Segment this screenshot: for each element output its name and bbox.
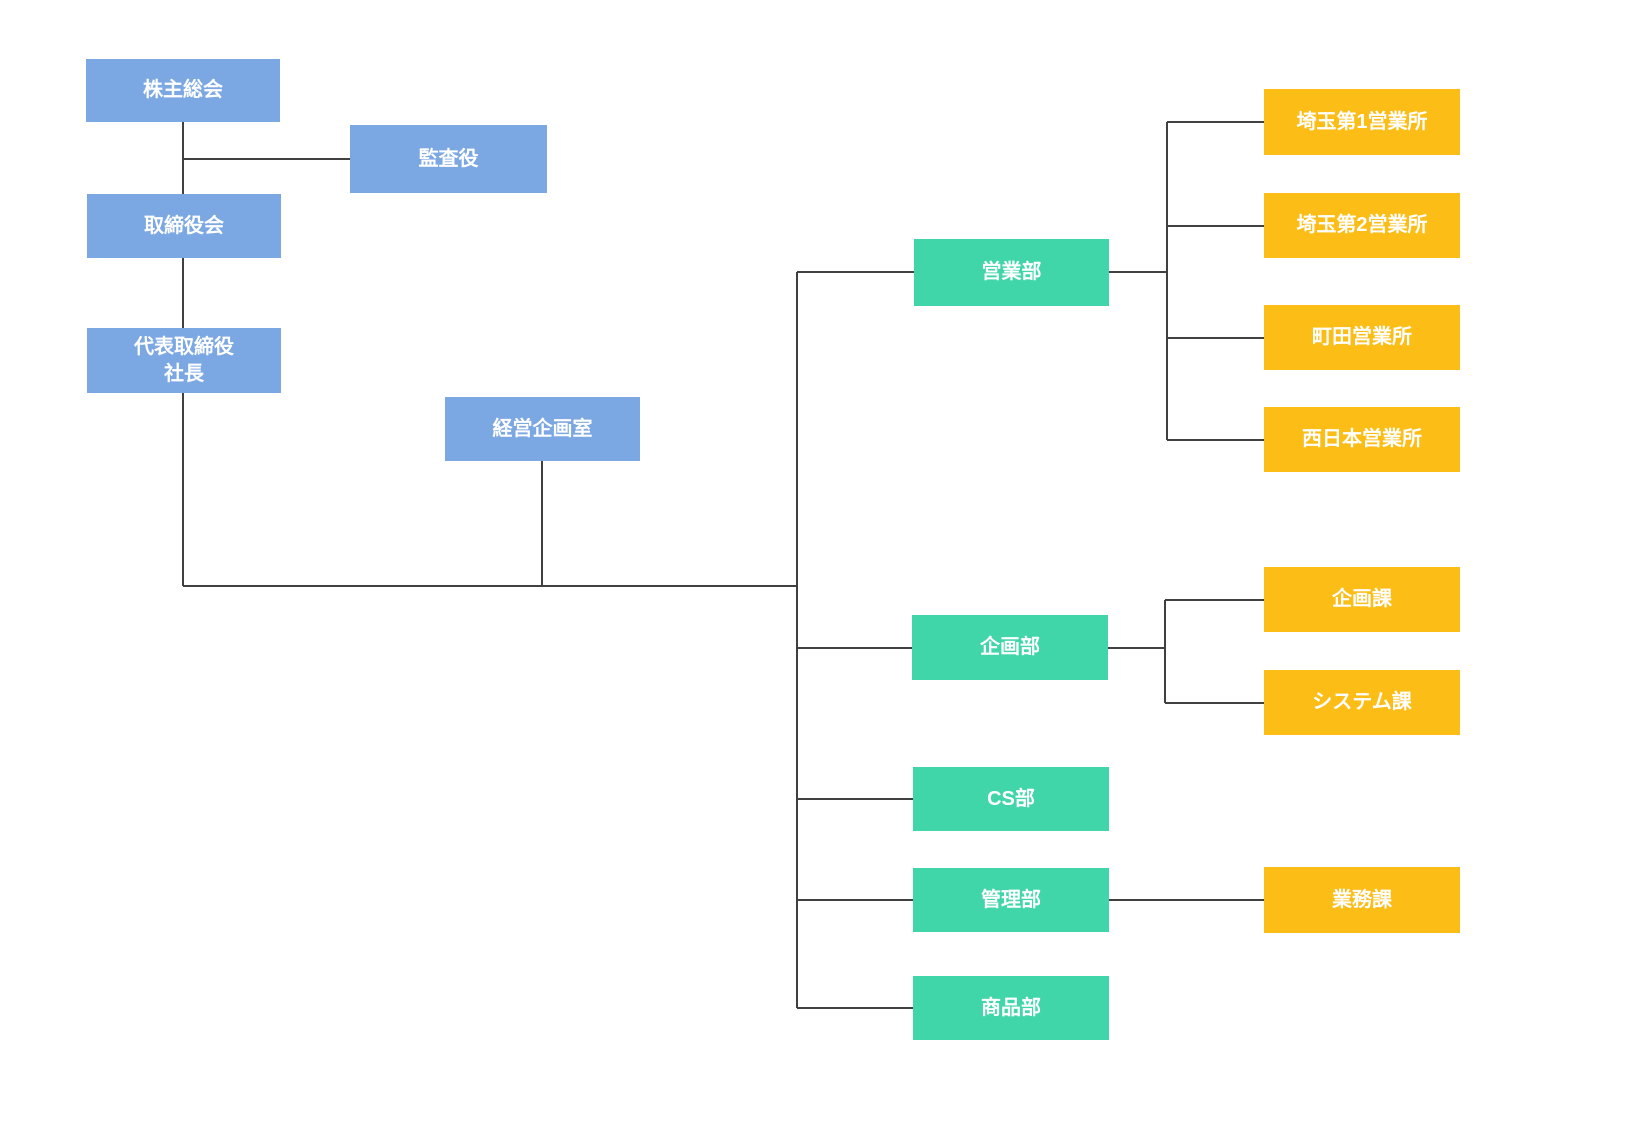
node-president: 代表取締役 社長 [87,328,281,393]
node-product-department: 商品部 [913,976,1109,1040]
node-board-of-directors: 取締役会 [87,194,281,258]
node-shareholders-meeting: 株主総会 [86,59,280,122]
node-admin-department: 管理部 [913,868,1109,932]
node-corporate-planning-office: 経営企画室 [445,397,640,461]
node-west-japan-office: 西日本営業所 [1264,407,1460,472]
node-planning-section: 企画課 [1264,567,1460,632]
node-machida-office: 町田営業所 [1264,305,1460,370]
node-saitama-office-1: 埼玉第1営業所 [1264,89,1460,155]
node-sales-department: 営業部 [914,239,1109,306]
node-system-section: システム課 [1264,670,1460,735]
node-planning-department: 企画部 [912,615,1108,680]
node-operations-section: 業務課 [1264,867,1460,933]
node-auditor: 監査役 [350,125,547,193]
node-saitama-office-2: 埼玉第2営業所 [1264,193,1460,258]
node-cs-department: CS部 [913,767,1109,831]
